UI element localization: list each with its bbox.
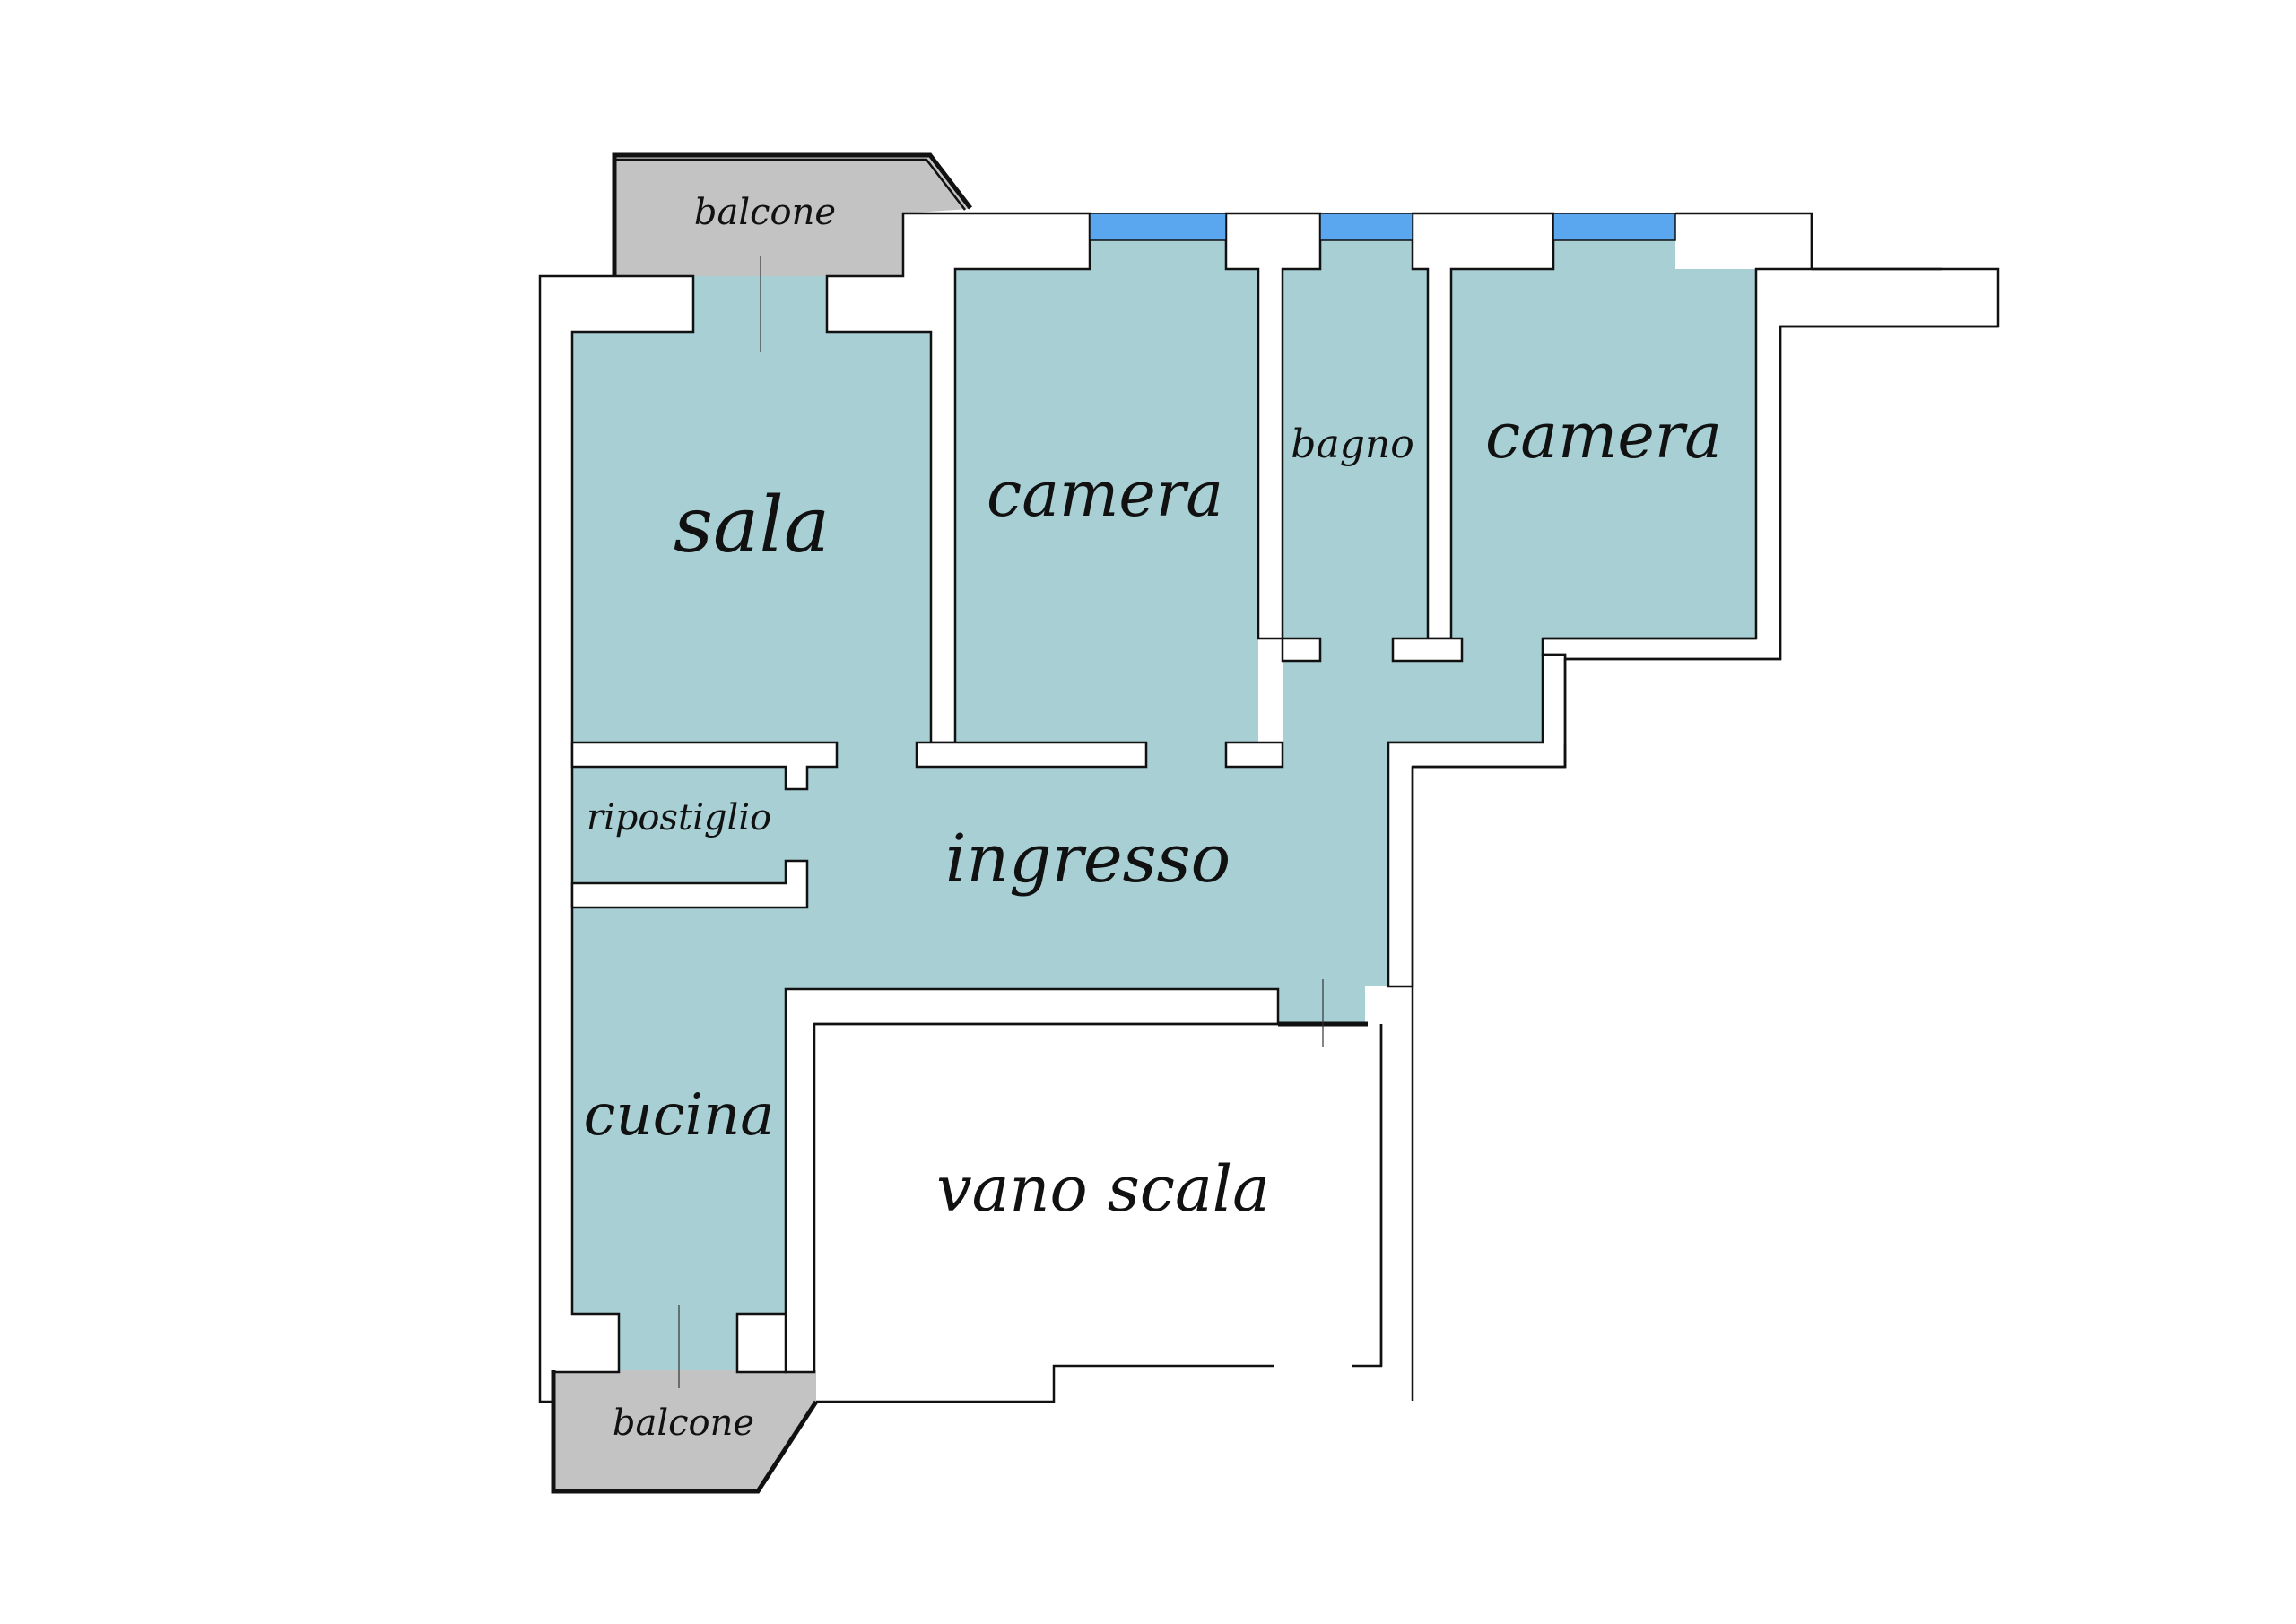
- window-bagno: [1319, 213, 1413, 241]
- floor-bagno: [1283, 240, 1428, 638]
- room-floors: [572, 240, 1756, 1372]
- balconies: [553, 157, 969, 1491]
- label-balcone-bottom: balcone: [613, 1403, 754, 1444]
- label-ripostiglio: ripostiglio: [587, 797, 771, 838]
- wall-ripostiglio-cucina: [570, 859, 809, 909]
- floor-camera-left: [955, 240, 1258, 743]
- floor-ripostiglio: [572, 767, 807, 883]
- label-camera-right: camera: [1485, 399, 1722, 473]
- label-vano-scala: vano scala: [936, 1152, 1270, 1226]
- label-bagno: bagno: [1291, 421, 1413, 467]
- balcone-top-inner: [614, 158, 966, 211]
- floor-sala: [572, 276, 931, 743]
- window-camera-left: [1089, 213, 1227, 241]
- balcone-bottom-floor: [553, 1370, 816, 1491]
- wall-camera-bottom-stub: [1224, 741, 1284, 769]
- labels: balcone sala camera bagno camera riposti…: [584, 192, 1722, 1444]
- outer-right-top: [1810, 213, 1942, 271]
- window-camera-right: [1552, 213, 1676, 241]
- outlines: [551, 152, 1998, 1494]
- floor-hall-link: [1283, 638, 1543, 743]
- outer-right-long: [1411, 744, 1567, 1401]
- wall-sala-ripostiglio: [570, 741, 839, 791]
- wall-sala-right-stub: [915, 741, 1148, 769]
- balcone-top-floor: [614, 157, 969, 276]
- wall-bagno-bottom-right: [1391, 637, 1464, 663]
- label-sala: sala: [674, 481, 830, 570]
- balcone-bottom-outline: [551, 1370, 819, 1494]
- floor-camera-right: [1451, 240, 1756, 638]
- label-balcone-top: balcone: [694, 192, 836, 233]
- floor-cucina: [572, 906, 807, 1372]
- wall-bottom-cucina: [735, 1312, 787, 1374]
- windows: [1089, 213, 1676, 241]
- label-camera-left: camera: [987, 457, 1223, 531]
- balcone-top-outline: [612, 152, 972, 276]
- label-ingresso: ingresso: [945, 821, 1231, 898]
- label-cucina: cucina: [584, 1082, 775, 1149]
- wall-bagno-bottom-left: [1281, 637, 1322, 663]
- wall-top-a: [825, 212, 1091, 744]
- partitions: [570, 637, 1756, 1374]
